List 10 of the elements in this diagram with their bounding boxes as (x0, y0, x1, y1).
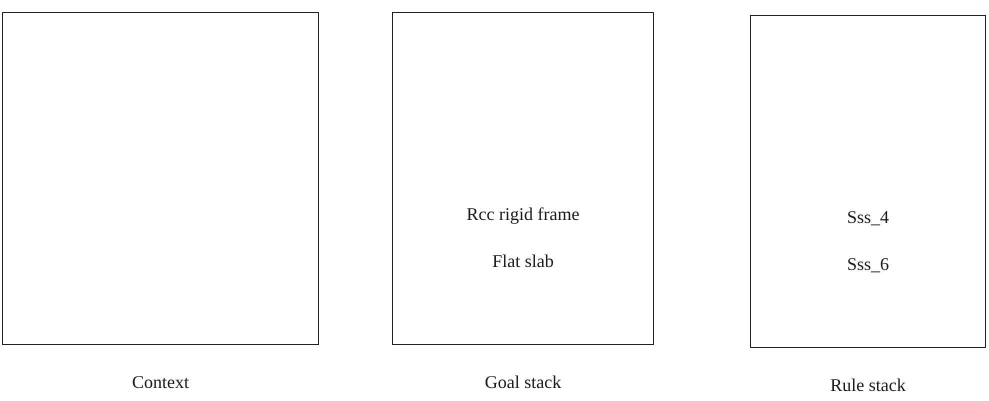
stack-box (750, 15, 986, 348)
stack-item: Rcc rigid frame (466, 203, 580, 226)
box-caption: Goal stack (484, 371, 562, 394)
stack-item: Sss_6 (846, 252, 890, 275)
stack-item: Flat slab (492, 250, 554, 272)
box-caption: Rule stack (830, 374, 906, 396)
box-caption: Context (132, 371, 189, 394)
stack-box (392, 12, 654, 345)
stack-box (2, 12, 319, 345)
stack-item: Sss_4 (846, 206, 890, 228)
